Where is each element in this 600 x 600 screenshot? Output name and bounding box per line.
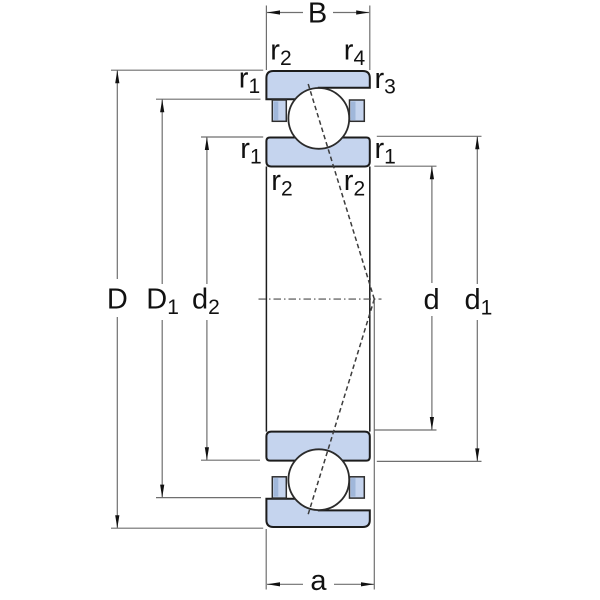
svg-text:d: d	[424, 284, 440, 316]
svg-text:D: D	[107, 284, 128, 316]
svg-text:a: a	[310, 565, 327, 597]
svg-text:B: B	[308, 0, 327, 30]
